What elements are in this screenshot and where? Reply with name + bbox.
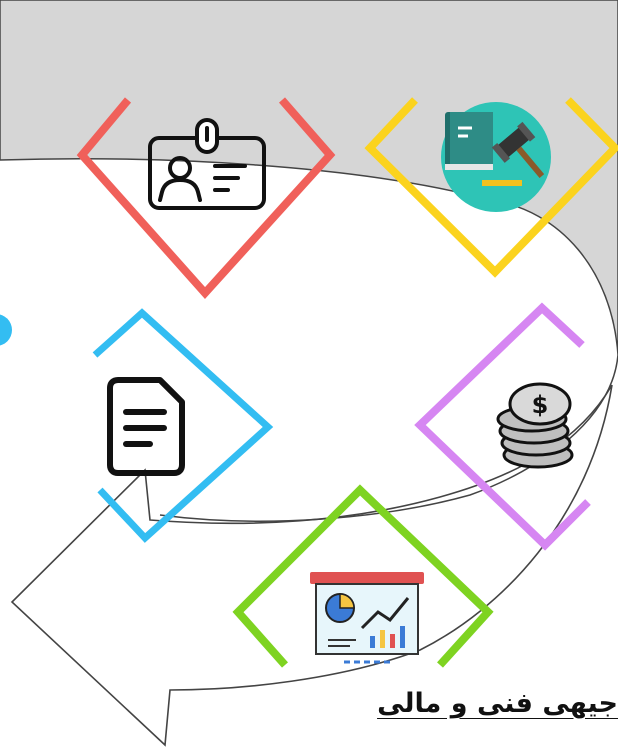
analytics-board-icon <box>310 572 424 664</box>
document-icon <box>107 377 185 476</box>
band-inner-edge <box>159 354 618 522</box>
red-chevron-frame <box>76 97 336 299</box>
yellow-chevron-frame <box>364 97 618 278</box>
law-book-gavel-icon <box>441 102 551 212</box>
blue-chevron-frame <box>92 308 274 543</box>
diagram-caption: جیهی فنی و مالی <box>377 688 618 719</box>
green-chevron-frame <box>232 484 494 668</box>
svg-text:$: $ <box>532 391 549 419</box>
coin-stack-icon: $ <box>496 382 574 469</box>
id-badge-icon <box>148 118 266 210</box>
purple-chevron-frame <box>414 302 591 551</box>
edge-circle <box>0 314 12 346</box>
